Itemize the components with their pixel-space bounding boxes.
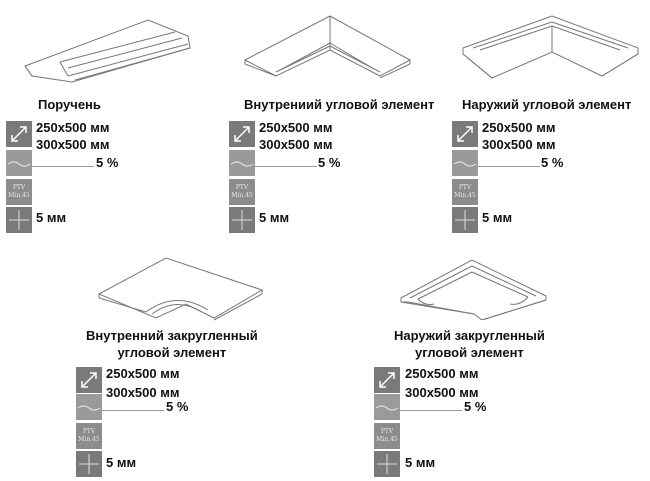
slip-resistance-icon (374, 394, 400, 420)
joint-value: 5 мм (36, 210, 67, 225)
size-arrows-icon (6, 121, 32, 147)
slip-value: 5 % (541, 155, 564, 170)
joint-cross-icon (76, 451, 102, 477)
size-value-2: 300x500 мм (106, 385, 180, 400)
product-title: Наружий угловой элемент (462, 97, 632, 112)
product-title: Внутренний закругленный угловой элемент (86, 328, 258, 360)
size-value-2: 300x500 мм (36, 137, 110, 152)
slip-resistance-icon (229, 150, 255, 176)
joint-cross-icon (229, 207, 255, 233)
slip-dash-line (478, 166, 540, 167)
inner-rounded-corner-illustration (97, 257, 264, 321)
product-title: Наружий закругленный угловой элемент (394, 328, 545, 360)
size-value-2: 300x500 мм (482, 137, 556, 152)
joint-value: 5 мм (259, 210, 290, 225)
size-arrows-icon (452, 121, 478, 147)
size-arrows-icon (76, 367, 102, 393)
joint-cross-icon (6, 207, 32, 233)
slip-value: 5 % (464, 399, 487, 414)
handrail-illustration (24, 19, 191, 83)
size-arrows-icon (229, 121, 255, 147)
slip-resistance-icon (452, 150, 478, 176)
product-title: Поручень (38, 97, 101, 112)
slip-value: 5 % (96, 155, 119, 170)
joint-cross-icon (452, 207, 478, 233)
size-value-1: 250x500 мм (482, 120, 556, 135)
size-value-1: 250x500 мм (106, 366, 180, 381)
size-value-1: 250x500 мм (36, 120, 110, 135)
slip-value: 5 % (166, 399, 189, 414)
slip-dash-line (400, 410, 462, 411)
joint-value: 5 мм (405, 455, 436, 470)
slip-resistance-icon (76, 394, 102, 420)
size-value-2: 300x500 мм (259, 137, 333, 152)
size-arrows-icon (374, 367, 400, 393)
joint-value: 5 мм (482, 210, 513, 225)
slip-dash-line (32, 166, 94, 167)
slip-dash-line (102, 410, 164, 411)
joint-value: 5 мм (106, 455, 137, 470)
inner-corner-illustration (243, 15, 412, 78)
size-value-2: 300x500 мм (405, 385, 479, 400)
outer-corner-illustration (462, 15, 639, 79)
product-title: Внутрениий угловой элемент (244, 97, 435, 112)
slip-dash-line (255, 166, 317, 167)
size-value-1: 250x500 мм (405, 366, 479, 381)
slip-resistance-icon (6, 150, 32, 176)
slip-value: 5 % (318, 155, 341, 170)
size-value-1: 250x500 мм (259, 120, 333, 135)
joint-cross-icon (374, 451, 400, 477)
outer-rounded-corner-illustration (400, 259, 547, 320)
